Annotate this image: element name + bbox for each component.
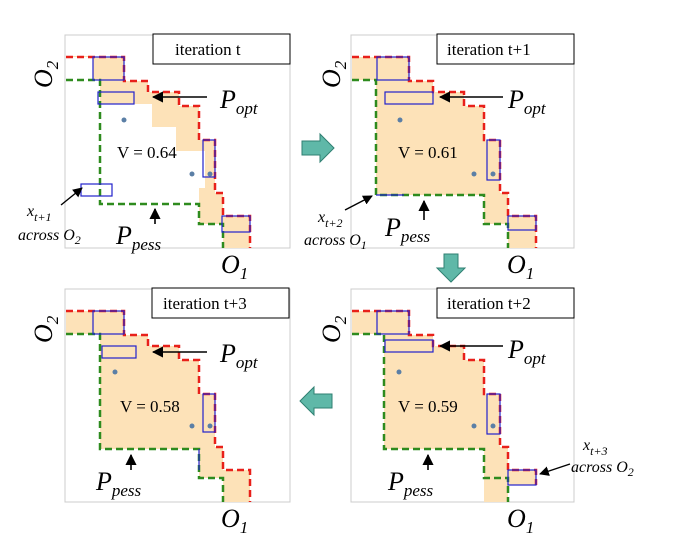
transition-arrow-down xyxy=(435,253,467,283)
svg-text:across O1: across O1 xyxy=(304,232,367,252)
candidate-boxes xyxy=(92,310,216,470)
annotation-arrow xyxy=(344,195,373,211)
p-opt-label: Popt xyxy=(507,85,547,118)
axis-o2-label: O2 xyxy=(317,315,350,343)
annotation-x-t1: xt+1 across O2 xyxy=(18,203,81,247)
iteration-title: iteration t xyxy=(175,40,241,59)
value-text: V = 0.59 xyxy=(398,397,458,416)
optimistic-front xyxy=(66,55,252,248)
p-opt-label: Popt xyxy=(219,85,259,118)
iteration-title: iteration t+3 xyxy=(163,294,247,313)
axis-o1-label: O1 xyxy=(507,250,534,283)
svg-text:xt+2: xt+2 xyxy=(317,209,343,230)
svg-text:O2: O2 xyxy=(29,315,62,343)
annotation-x-t3: xt+3 across O2 xyxy=(571,437,634,479)
svg-text:xt+1: xt+1 xyxy=(26,203,52,224)
svg-text:across O2: across O2 xyxy=(18,227,81,247)
svg-text:O1: O1 xyxy=(221,250,248,283)
candidate-boxes xyxy=(376,310,537,486)
p-pess-label: Ppess xyxy=(384,213,431,246)
axis-o2-label: O2 xyxy=(29,315,62,343)
data-points xyxy=(121,117,213,177)
annotation-x-t2: xt+2 across O1 xyxy=(304,209,367,252)
svg-text:across O2: across O2 xyxy=(571,459,634,479)
axis-o1-label: O1 xyxy=(221,250,248,283)
axis-o1-label: O1 xyxy=(507,504,534,537)
axis-o1-label: O1 xyxy=(221,504,248,537)
data-points xyxy=(112,369,213,429)
candidate-boxes xyxy=(80,56,251,233)
p-opt-label: Popt xyxy=(219,339,259,372)
axis-o2-label: O2 xyxy=(29,60,62,88)
transition-arrow-left xyxy=(299,385,333,417)
svg-text:xt+3: xt+3 xyxy=(582,437,608,458)
p-pess-label: Ppess xyxy=(115,221,162,254)
svg-text:O1: O1 xyxy=(507,250,534,283)
value-text: V = 0.58 xyxy=(120,397,180,416)
data-points xyxy=(397,117,496,177)
svg-text:O1: O1 xyxy=(221,504,248,537)
annotation-arrow xyxy=(539,463,571,476)
iteration-title-box xyxy=(436,287,575,319)
optimistic-front xyxy=(352,55,538,248)
axis-o2-label: O2 xyxy=(317,60,350,88)
region-fill xyxy=(352,57,536,248)
region-fill xyxy=(352,311,536,502)
transition-arrow-right xyxy=(301,132,335,164)
svg-text:O2: O2 xyxy=(29,60,62,88)
candidate-boxes xyxy=(376,56,537,231)
value-text: V = 0.64 xyxy=(117,143,177,162)
region-fill xyxy=(66,311,250,502)
optimistic-front xyxy=(352,309,538,485)
iteration-title-box xyxy=(152,33,291,65)
p-pess-label: Ppess xyxy=(387,467,434,500)
p-pess-label: Ppess xyxy=(95,467,142,500)
iteration-title: iteration t+1 xyxy=(447,40,531,59)
iteration-title: iteration t+2 xyxy=(447,294,531,313)
optimistic-front xyxy=(66,309,252,502)
svg-text:O1: O1 xyxy=(507,504,534,537)
iteration-title-box xyxy=(151,287,290,319)
panel-iteration-t: V = 0.64 iteration t O2 O1 Popt Ppess xt… xyxy=(18,33,291,283)
svg-text:O2: O2 xyxy=(317,315,350,343)
annotation-arrow xyxy=(60,187,83,206)
p-opt-label: Popt xyxy=(507,335,547,368)
data-points xyxy=(396,369,496,429)
iteration-title-box xyxy=(436,33,575,65)
svg-text:O2: O2 xyxy=(317,60,350,88)
panel-iteration-t1: V = 0.61 iteration t+1 O2 O1 Popt Ppess … xyxy=(304,33,575,283)
panel-iteration-t3: V = 0.58 iteration t+3 O2 O1 Popt Ppess xyxy=(29,287,291,537)
value-text: V = 0.61 xyxy=(398,143,458,162)
panel-iteration-t2: V = 0.59 iteration t+2 O2 O1 Popt Ppess … xyxy=(317,287,634,537)
